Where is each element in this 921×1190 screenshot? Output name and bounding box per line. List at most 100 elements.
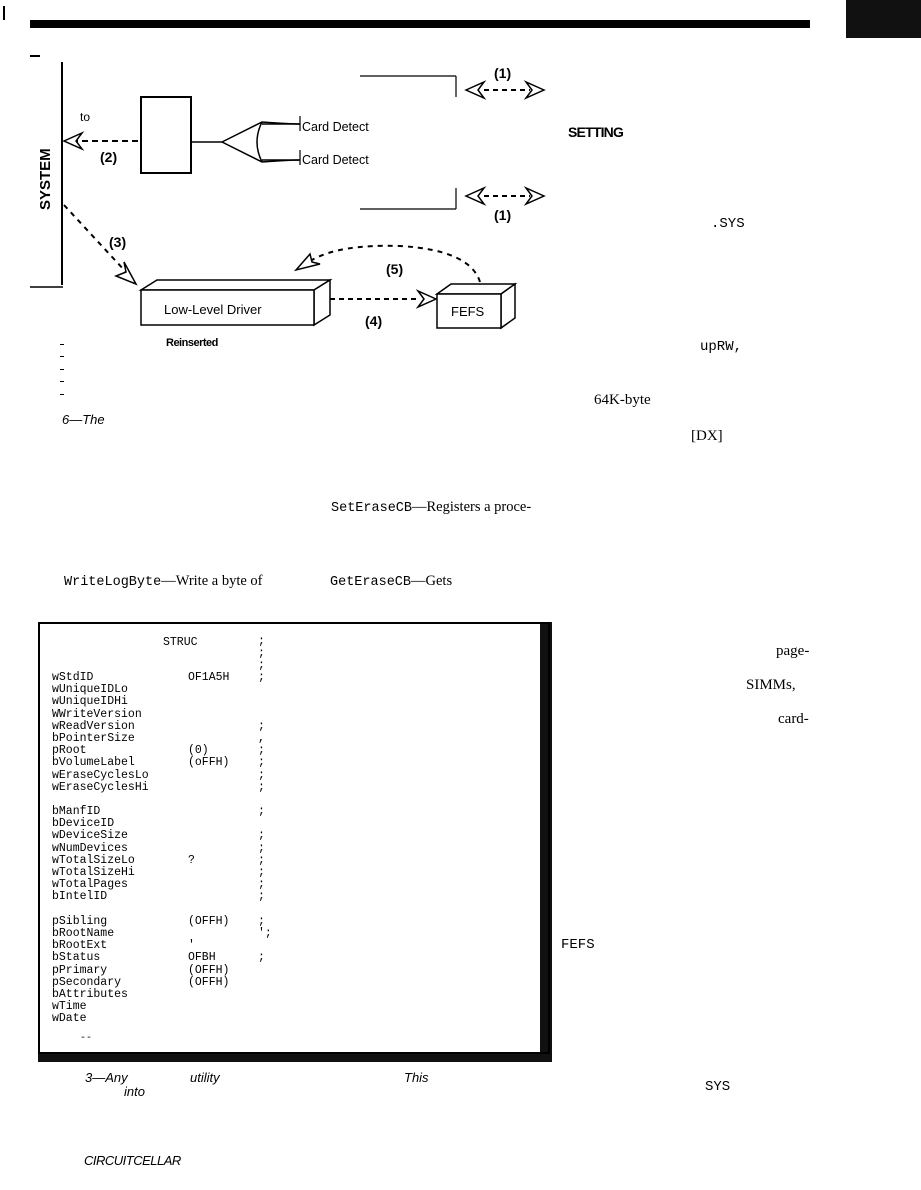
uprw-text: upRW, xyxy=(700,339,743,355)
get-erase-cb-code: GetEraseCB xyxy=(330,575,412,590)
listing-field-value xyxy=(188,879,229,891)
listing-field-value: (OFFH) xyxy=(188,914,230,928)
listing-3-box xyxy=(38,622,550,1054)
listing-field-value xyxy=(188,806,229,818)
low-level-driver-box xyxy=(140,289,315,326)
listing-field-name: pRoot xyxy=(52,744,87,758)
listing-field-semicolon: ; xyxy=(258,878,265,892)
listing-field-name: wUniqueIDLo xyxy=(52,683,128,697)
listing-field-name: bStatus xyxy=(52,951,101,965)
listing-field-semicolon: ; xyxy=(258,914,265,928)
listing-field-semicolon: ; xyxy=(258,780,265,794)
listing-field-semicolon: , xyxy=(258,731,265,745)
listing-end-mark: -- xyxy=(80,1033,93,1044)
listing-header-semis: ;;; xyxy=(258,635,265,673)
card-detect-label-2: Card Detect xyxy=(302,153,369,167)
low-level-driver-label: Low-Level Driver xyxy=(164,302,262,317)
listing-field-semicolon: ; xyxy=(258,719,265,733)
listing-field-semicolon: '; xyxy=(258,926,272,940)
listing-field-value xyxy=(188,843,229,855)
listing-field-value xyxy=(188,782,229,794)
fefs-text: FEFS xyxy=(561,937,595,953)
arrow-head-2 xyxy=(62,131,85,151)
legend-dash xyxy=(60,356,64,357)
64k-text: 64K-byte xyxy=(594,392,651,408)
set-erase-cb-line: SetEraseCB—Registers a proce- xyxy=(331,499,531,516)
listing-field-value: (OFFH) xyxy=(188,975,230,989)
listing-field-name xyxy=(52,904,149,916)
listing-field-name: wStdID xyxy=(52,671,94,684)
listing-field-value xyxy=(188,891,229,903)
corner-tab xyxy=(846,0,921,38)
listing-field-semicolon: ; xyxy=(258,866,265,879)
listing-field-semicolon: ; xyxy=(258,951,265,965)
listing-field-name: pPrimary xyxy=(52,963,108,977)
listing-field-name: wTotalPages xyxy=(52,878,128,892)
listing-field-value xyxy=(188,1013,229,1025)
listing-field-value xyxy=(188,867,229,879)
listing-field-value xyxy=(188,989,229,1001)
listing-shadow-bottom xyxy=(38,1052,552,1062)
legend-dash xyxy=(60,394,64,395)
sys-extension: .SYS xyxy=(711,216,745,232)
listing-field-value xyxy=(188,830,229,842)
card-text: card- xyxy=(778,711,809,727)
get-erase-cb-text: —Gets xyxy=(411,573,453,589)
listing-field-value xyxy=(188,696,229,708)
figure-6-diagram: SYSTEM to Card Detect Card Detect (2) (1… xyxy=(30,55,546,330)
page-text: page- xyxy=(776,643,810,659)
sys-text: SYS xyxy=(705,1079,731,1095)
listing-field-semicolon xyxy=(258,904,272,916)
setting-heading: SETTING xyxy=(568,124,624,140)
set-erase-cb-code: SetEraseCB xyxy=(331,501,413,516)
listing-field-name: bRootExt xyxy=(52,939,108,953)
listing-caption-number: 3—Any xyxy=(85,1070,128,1085)
listing-field-value: (oFFH) xyxy=(188,756,230,770)
arrow-4-label: (4) xyxy=(365,313,382,329)
listing-field-value xyxy=(188,684,229,696)
legend-dash xyxy=(60,381,64,382)
legend-dash xyxy=(60,344,64,345)
magazine-footer: CIRCUITCELLAR xyxy=(84,1153,181,1168)
listing-field-name: bVolumeLabel xyxy=(52,756,135,770)
listing-field-value xyxy=(188,770,229,782)
listing-field-semicolon xyxy=(258,989,272,1001)
listing-field-semicolon xyxy=(258,965,272,977)
system-label: SYSTEM xyxy=(37,148,54,210)
listing-field-semicolon xyxy=(258,1001,272,1013)
listing-field-semicolon xyxy=(258,696,272,708)
listing-field-value: ' xyxy=(188,939,195,953)
listing-field-semicolon: ; xyxy=(258,841,265,855)
write-log-byte-text: —Write a byte of xyxy=(161,573,263,589)
figure-6-caption: 6—The xyxy=(62,412,105,427)
listing-field-semicolon xyxy=(258,1013,272,1025)
listing-field-value: (0) xyxy=(188,744,209,758)
listing-field-value: ? xyxy=(188,853,195,867)
listing-field-semicolon: ; xyxy=(258,744,265,758)
listing-field-name: bManfID xyxy=(52,805,101,819)
listing-field-values: OF1A5H(0)(oFFH)?(OFFH)'OFBH(OFFH)(OFFH) xyxy=(188,671,230,1025)
listing-field-name: bPointerSize xyxy=(52,731,135,745)
listing-field-name: bDeviceID xyxy=(52,817,115,831)
listing-field-name: wEraseCyclesHi xyxy=(52,780,149,794)
listing-field-semicolon: ; xyxy=(258,853,265,867)
listing-struc-keyword: STRUC xyxy=(163,636,198,649)
listing-field-name: wNumDevices xyxy=(52,841,128,855)
write-log-byte-code: WriteLogByte xyxy=(64,575,162,590)
listing-field-value xyxy=(188,1001,229,1013)
listing-field-semicolon: ; xyxy=(258,805,265,819)
listing-field-semicolon: ; xyxy=(258,756,265,770)
card-detect-label-1: Card Detect xyxy=(302,120,369,134)
listing-field-value xyxy=(188,794,229,806)
listing-field-name: pSecondary xyxy=(52,975,122,989)
listing-field-name: bAttributes xyxy=(52,987,128,1001)
listing-field-name: bRootName xyxy=(52,926,115,940)
listing-field-value xyxy=(188,721,229,733)
listing-field-semis: ;;,;;;;;;;;;;;;';; xyxy=(258,671,272,1025)
simms-text: SIMMs, xyxy=(746,677,796,693)
listing-field-value: OFBH xyxy=(188,951,216,965)
listing-field-semicolon xyxy=(258,977,272,989)
get-erase-cb-line: GetEraseCB—Gets xyxy=(330,573,452,590)
listing-field-semicolon xyxy=(258,709,272,721)
